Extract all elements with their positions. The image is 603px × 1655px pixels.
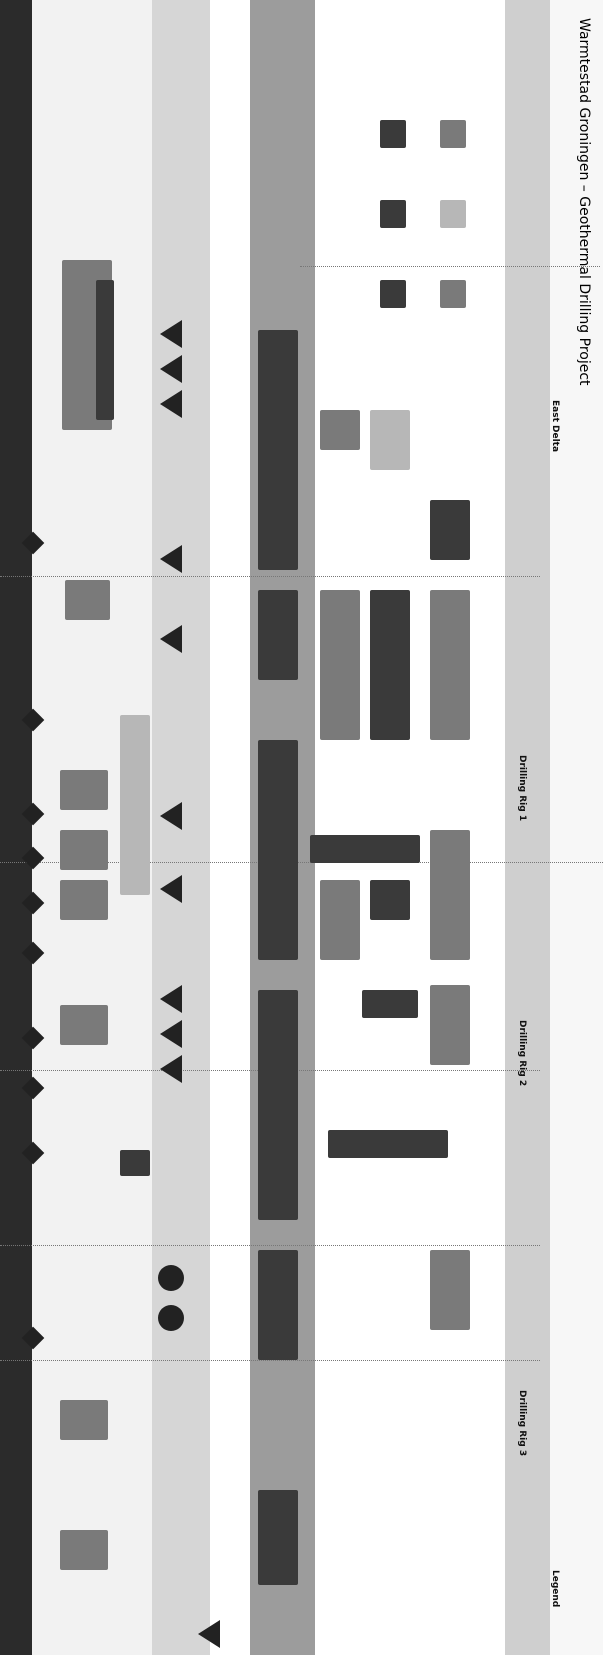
task-bar [60, 830, 108, 870]
task-bar [120, 715, 150, 895]
task-bar [380, 280, 406, 308]
task-bar [320, 410, 360, 450]
task-bar [258, 1540, 298, 1585]
section-label: Drilling Rig 1 [517, 755, 527, 821]
task-bar [370, 590, 410, 740]
task-bar [430, 985, 470, 1065]
task-bar [258, 330, 298, 570]
task-bar [96, 280, 114, 420]
task-bar [440, 280, 466, 308]
triangle-icon [198, 1620, 220, 1648]
triangle-icon [160, 545, 182, 573]
page-title: Warmtestad Groningen – Geothermal Drilli… [576, 18, 592, 386]
task-bar [430, 500, 470, 560]
separator [0, 576, 540, 578]
band-main [315, 0, 505, 1655]
task-bar [430, 590, 470, 740]
triangle-icon [160, 802, 182, 830]
task-bar [440, 120, 466, 148]
triangle-icon [160, 355, 182, 383]
task-bar [258, 740, 298, 960]
separator [300, 266, 600, 268]
triangle-icon [160, 985, 182, 1013]
section-label: Drilling Rig 2 [517, 1020, 527, 1086]
task-bar [320, 880, 360, 960]
task-bar [362, 990, 418, 1018]
task-bar [430, 1250, 470, 1330]
band-timeline [505, 0, 550, 1655]
task-bar [258, 990, 298, 1220]
task-bar [60, 880, 108, 920]
triangle-icon [160, 320, 182, 348]
task-bar [320, 590, 360, 740]
task-bar [380, 200, 406, 228]
task-bar [60, 1005, 108, 1045]
task-bar [60, 1400, 108, 1440]
task-bar [120, 1150, 150, 1176]
band-dark [0, 0, 32, 1655]
task-bar [328, 1130, 448, 1158]
task-bar [258, 1250, 298, 1360]
task-bar [60, 1530, 108, 1570]
task-bar [430, 830, 470, 960]
band-white [210, 0, 250, 1655]
task-bar [258, 590, 298, 680]
triangle-icon [160, 1020, 182, 1048]
triangle-icon [160, 1055, 182, 1083]
task-bar [65, 580, 110, 620]
triangle-icon [160, 875, 182, 903]
triangle-icon [160, 390, 182, 418]
task-bar [370, 880, 410, 920]
task-bar [370, 410, 410, 470]
task-bar [60, 770, 108, 810]
circle-icon [158, 1305, 184, 1331]
task-bar [380, 120, 406, 148]
triangle-icon [160, 625, 182, 653]
task-bar [440, 200, 466, 228]
task-bar [310, 835, 420, 863]
section-label: East Delta [550, 400, 560, 452]
section-label: Drilling Rig 3 [517, 1390, 527, 1456]
separator [0, 1360, 540, 1362]
legend-label: Legend [550, 1570, 560, 1607]
circle-icon [158, 1265, 184, 1291]
separator [0, 1245, 540, 1247]
